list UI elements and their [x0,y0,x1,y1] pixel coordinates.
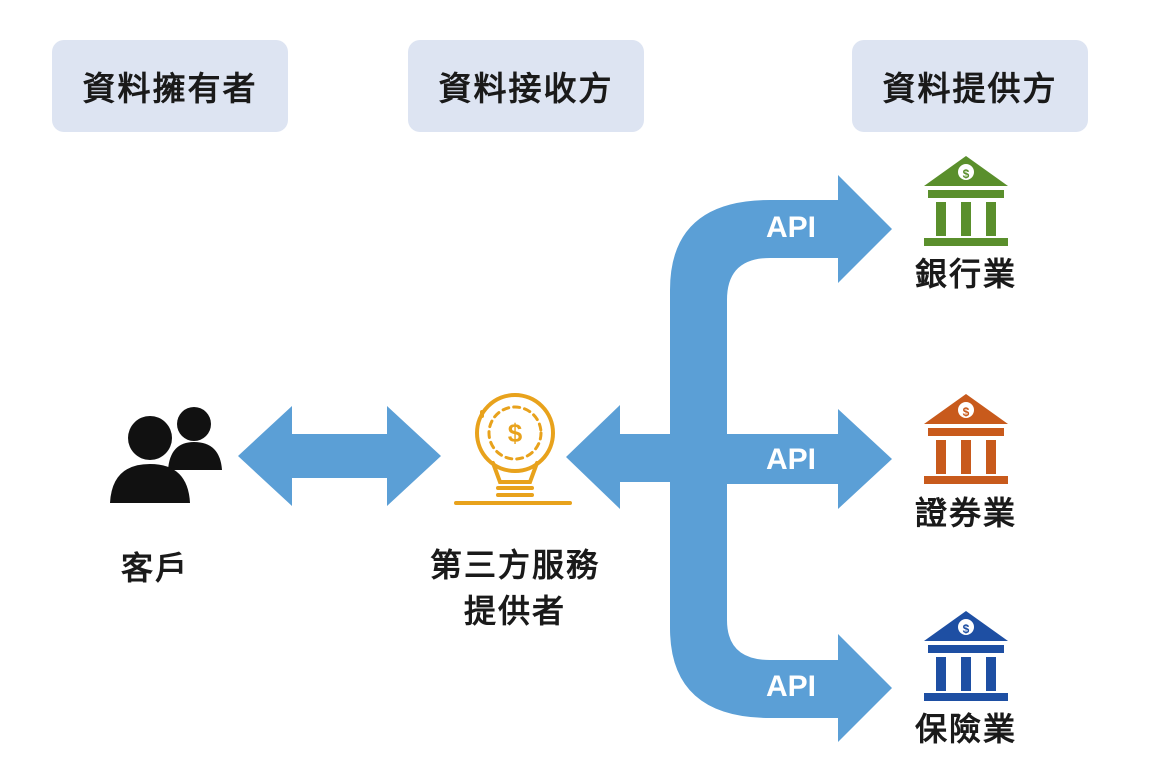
header-data-receiver-label: 資料接收方 [438,69,614,108]
lightbulb-dollar-icon [454,393,572,505]
bank-label: 銀行業 [914,255,1017,293]
header-data-owner: 資料擁有者 [52,40,288,132]
securities-label: 證券業 [914,494,1017,532]
customer-label: 客戶 [120,549,189,587]
bank-dollar-mark: $ [963,167,970,181]
api-left-arrowhead [566,405,620,509]
api-label-securities: API [766,443,817,476]
bank-building-icon [924,394,1008,484]
api-label-bank: API [766,211,817,244]
api-label-insurance: API [766,670,817,703]
lightbulb-dollar-sign: $ [508,418,523,448]
header-data-provider-label: 資料提供方 [882,69,1058,108]
third-party-label-line2: 提供者 [463,592,566,630]
bank-building-icon [924,611,1008,701]
insurance-dollar-mark: $ [963,622,970,636]
users-icon [110,407,222,503]
bank-building-icon [924,156,1008,246]
insurance-label: 保險業 [914,710,1017,748]
third-party-label-line1: 第三方服務 [429,546,600,584]
header-data-receiver: 資料接收方 [408,40,644,132]
customer-third-party-double-arrow [238,406,441,506]
header-data-provider: 資料提供方 [852,40,1088,132]
api-left-connector [618,434,678,482]
api-branch-trunk [670,175,892,742]
securities-dollar-mark: $ [963,405,970,419]
header-data-owner-label: 資料擁有者 [82,69,258,108]
third-party-label: 第三方服務 提供者 [405,542,625,634]
